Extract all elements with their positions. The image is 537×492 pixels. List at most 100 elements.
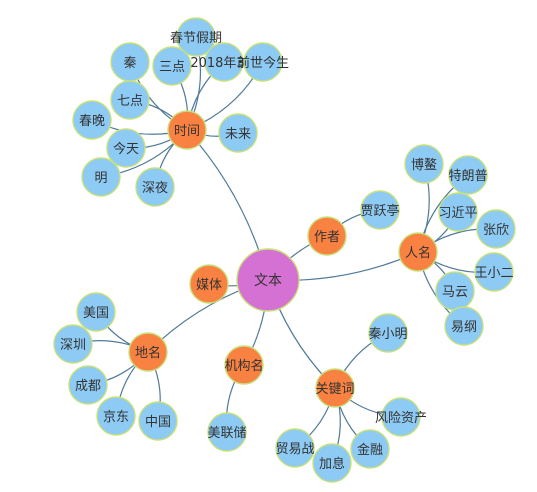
node-xijinping-label: 习近平 — [438, 206, 477, 221]
node-qianshi[interactable]: 前世今生 — [237, 42, 289, 82]
node-meilianchu[interactable]: 美联储 — [207, 412, 247, 452]
node-weilai[interactable]: 未来 — [218, 113, 258, 153]
node-jigouming[interactable]: 机构名 — [224, 345, 264, 385]
node-qidian-label: 七点 — [117, 94, 143, 109]
node-shenzhen[interactable]: 深圳 — [53, 324, 93, 364]
node-meiguo-label: 美国 — [83, 306, 109, 321]
node-meilianchu-circle — [207, 412, 247, 452]
node-wenben[interactable]: 文本 — [236, 248, 300, 312]
node-chengdu-circle — [68, 365, 108, 405]
node-guanjianci-label: 关键词 — [315, 382, 354, 397]
node-shenzhen-label: 深圳 — [60, 338, 86, 353]
node-shijian-label: 时间 — [174, 124, 200, 139]
node-telangpu-circle — [448, 155, 488, 195]
node-zuozhe[interactable]: 作者 — [307, 216, 347, 256]
node-maoyizhan-label: 贸易战 — [275, 442, 314, 457]
node-y2018-circle — [204, 42, 244, 82]
node-chunjiejiaqi[interactable]: 春节假期 — [170, 17, 222, 57]
node-zhangxin-label: 张欣 — [483, 223, 509, 238]
node-wangxiaoer-label: 王小二 — [474, 266, 513, 281]
node-yigang[interactable]: 易纲 — [444, 306, 484, 346]
node-wangxiaoer[interactable]: 王小二 — [474, 252, 514, 292]
node-chunwan[interactable]: 春晚 — [72, 100, 112, 140]
node-weilai-label: 未来 — [225, 127, 251, 142]
node-qinxiaoming-circle — [368, 313, 408, 353]
node-qinxiaoming-label: 秦小明 — [368, 327, 407, 342]
node-guanjianci[interactable]: 关键词 — [315, 368, 355, 408]
node-shijian[interactable]: 时间 — [167, 110, 207, 150]
node-xijinping-circle — [438, 192, 478, 232]
node-shenzhen-circle — [53, 324, 93, 364]
node-weilai-circle — [218, 113, 258, 153]
node-shenye-circle — [135, 167, 175, 207]
node-meiti-circle — [189, 264, 229, 304]
node-sandian-label: 三点 — [159, 60, 185, 75]
node-renming[interactable]: 人名 — [398, 232, 438, 272]
node-wenben-circle — [236, 248, 300, 312]
node-telangpu-label: 特朗普 — [448, 169, 487, 184]
node-jinrong[interactable]: 金融 — [350, 429, 390, 469]
node-qin[interactable]: 秦 — [110, 42, 150, 82]
node-zhongguo-label: 中国 — [145, 415, 171, 430]
node-meiguo[interactable]: 美国 — [76, 292, 116, 332]
node-maoyizhan[interactable]: 贸易战 — [275, 428, 315, 468]
node-chengdu-label: 成都 — [75, 379, 101, 394]
node-diming[interactable]: 地名 — [128, 332, 168, 372]
node-qianshi-circle — [243, 42, 283, 82]
node-fengxian[interactable]: 风险资产 — [375, 397, 427, 437]
node-shijian-circle — [167, 110, 207, 150]
node-fengxian-circle — [381, 397, 421, 437]
node-boge-circle — [404, 144, 444, 184]
node-maoyizhan-circle — [275, 428, 315, 468]
node-zuozhe-label: 作者 — [314, 230, 340, 245]
node-jintian-circle — [106, 128, 146, 168]
node-qidian-circle — [110, 80, 150, 120]
node-jiayueting[interactable]: 贾跃亭 — [360, 190, 400, 230]
node-chengdu[interactable]: 成都 — [68, 365, 108, 405]
node-chunjiejiaqi-label: 春节假期 — [170, 31, 222, 46]
node-diming-label: 地名 — [135, 345, 161, 361]
node-jintian[interactable]: 今天 — [106, 128, 146, 168]
node-ming-label: 明 — [94, 171, 107, 186]
node-sandian-circle — [152, 46, 192, 86]
node-wangxiaoer-circle — [474, 252, 514, 292]
node-jingdong-circle — [96, 396, 136, 436]
node-xijinping[interactable]: 习近平 — [438, 192, 478, 232]
node-zhangxin[interactable]: 张欣 — [476, 209, 516, 249]
node-mayun[interactable]: 马云 — [435, 271, 475, 311]
node-guanjianci-circle — [315, 368, 355, 408]
node-qidian[interactable]: 七点 — [110, 80, 150, 120]
node-y2018-label: 2018年3点 — [190, 56, 257, 71]
node-shenye-label: 深夜 — [142, 181, 168, 196]
node-telangpu[interactable]: 特朗普 — [448, 155, 488, 195]
node-renming-circle — [398, 232, 438, 272]
node-shenye[interactable]: 深夜 — [135, 167, 175, 207]
node-mayun-label: 马云 — [442, 285, 468, 300]
node-ming-circle — [81, 157, 121, 197]
node-meiti[interactable]: 媒体 — [189, 264, 229, 304]
node-chunjiejiaqi-circle — [176, 17, 216, 57]
node-meiti-label: 媒体 — [196, 278, 222, 293]
node-sandian[interactable]: 三点 — [152, 46, 192, 86]
node-qin-label: 秦 — [123, 56, 136, 71]
node-ming[interactable]: 明 — [81, 157, 121, 197]
node-fengxian-label: 风险资产 — [375, 411, 427, 426]
node-zhangxin-circle — [476, 209, 516, 249]
node-chunwan-circle — [72, 100, 112, 140]
node-boge[interactable]: 博鳌 — [404, 144, 444, 184]
node-boge-label: 博鳌 — [411, 157, 437, 173]
node-zuozhe-circle — [307, 216, 347, 256]
node-qinxiaoming[interactable]: 秦小明 — [368, 313, 408, 353]
node-jintian-label: 今天 — [113, 141, 139, 157]
node-jigouming-circle — [224, 345, 264, 385]
node-jiaxi[interactable]: 加息 — [312, 443, 352, 483]
node-zhongguo[interactable]: 中国 — [138, 401, 178, 441]
node-qianshi-label: 前世今生 — [237, 55, 289, 71]
node-jiaxi-circle — [312, 443, 352, 483]
node-y2018[interactable]: 2018年3点 — [190, 42, 258, 82]
node-meiguo-circle — [76, 292, 116, 332]
node-jingdong[interactable]: 京东 — [96, 396, 136, 436]
node-zhongguo-circle — [138, 401, 178, 441]
